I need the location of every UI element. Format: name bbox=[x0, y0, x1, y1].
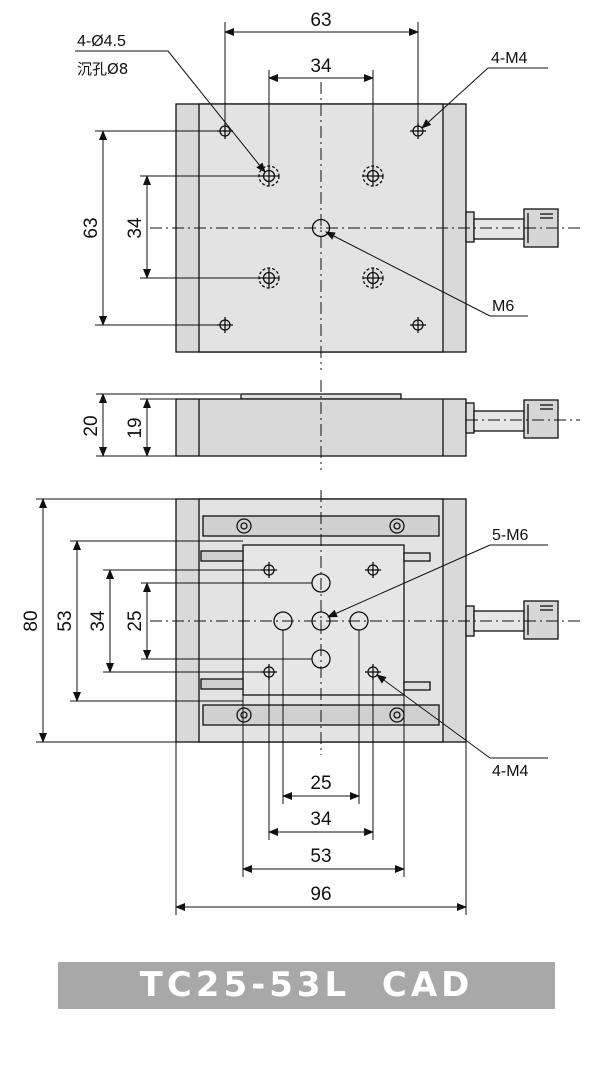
bottom-dim-53-v-label: 53 bbox=[55, 610, 76, 631]
top-leader-counterbore bbox=[75, 50, 266, 173]
top-dim-width bbox=[224, 22, 419, 124]
bottom-dim-96-h-label: 96 bbox=[310, 884, 331, 905]
counterbore-note-label: 沉孔Ø8 bbox=[77, 60, 128, 78]
bottom-dim-80 bbox=[36, 498, 176, 743]
bottom-m6-hole bbox=[311, 611, 331, 631]
top-dim-hole-spacing-x bbox=[268, 70, 374, 168]
bottom-dim-25-h-label: 25 bbox=[310, 773, 331, 794]
top-leader-center-m6 bbox=[325, 231, 528, 317]
side-dim-total-height bbox=[96, 393, 240, 457]
drawing-title-bar: TC25-53L CAD bbox=[58, 962, 555, 1009]
bottom-dim-80-label: 80 bbox=[21, 610, 42, 631]
top-dim-hole-spacing-y-label: 34 bbox=[125, 217, 146, 239]
rail-screw bbox=[389, 518, 405, 534]
center-m6-label: M6 bbox=[492, 298, 514, 315]
corner-m4-label: 4-M4 bbox=[491, 50, 528, 67]
top-dim-width-label: 63 bbox=[310, 10, 331, 31]
bottom-m4-holes-label: 4-M4 bbox=[492, 763, 529, 780]
bottom-m4-hole bbox=[261, 562, 277, 578]
top-view-m4-hole bbox=[217, 123, 233, 139]
top-view-m4-hole bbox=[410, 317, 426, 333]
bottom-leader-m4 bbox=[376, 674, 548, 759]
side-dim-body-height bbox=[140, 398, 176, 457]
top-dim-height-label: 63 bbox=[81, 217, 102, 238]
bottom-leader-m6 bbox=[327, 544, 548, 618]
bottom-dim-53-h bbox=[242, 695, 405, 877]
bottom-dim-34-v bbox=[103, 569, 262, 673]
bottom-view bbox=[36, 490, 580, 915]
top-dim-hole-spacing-x-label: 34 bbox=[310, 56, 332, 77]
side-view-micrometer-knob bbox=[465, 399, 559, 439]
bottom-m4-hole bbox=[365, 562, 381, 578]
bottom-dim-34-h bbox=[268, 677, 374, 840]
counterbore-holes-label: 4-Ø4.5 bbox=[77, 33, 126, 50]
top-dim-hole-spacing-y bbox=[140, 175, 260, 279]
rail-screw bbox=[236, 518, 252, 534]
top-dim-height bbox=[95, 130, 218, 326]
bottom-dim-25-h bbox=[282, 630, 360, 804]
bottom-view-micrometer-knob bbox=[465, 600, 559, 640]
bottom-dim-34-h-label: 34 bbox=[310, 809, 332, 830]
top-leader-corner-m4 bbox=[421, 67, 548, 129]
bottom-m6-holes-label: 5-M6 bbox=[492, 527, 529, 544]
bottom-dim-53-v bbox=[70, 540, 243, 702]
top-view-m4-hole bbox=[410, 123, 426, 139]
side-view bbox=[96, 380, 580, 470]
top-view-m6-hole bbox=[311, 218, 331, 238]
bottom-dim-96-h bbox=[175, 742, 467, 915]
rail-screw bbox=[236, 707, 252, 723]
side-dim-body-height-label: 19 bbox=[125, 417, 146, 438]
side-dim-total-height-label: 20 bbox=[81, 415, 102, 436]
top-view-m4-hole bbox=[217, 317, 233, 333]
top-view-counterbore-hole bbox=[362, 267, 384, 289]
bottom-dim-34-v-label: 34 bbox=[88, 610, 109, 632]
top-view bbox=[75, 22, 580, 370]
bottom-dim-25-v-label: 25 bbox=[125, 610, 146, 631]
bottom-dim-53-h-label: 53 bbox=[310, 846, 331, 867]
